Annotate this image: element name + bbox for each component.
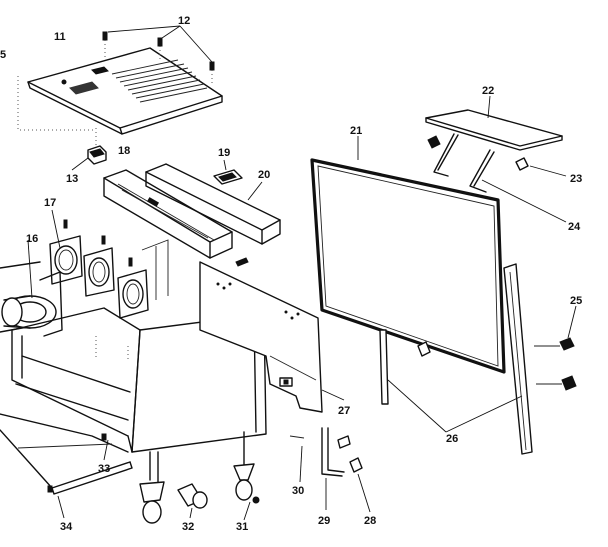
callout-5: 5 [0, 49, 6, 61]
part-27-back-panel [199, 257, 345, 413]
callout-17: 17 [44, 197, 56, 209]
callout-25: 25 [570, 295, 582, 307]
part-16-speaker [0, 239, 63, 337]
callout-13: 13 [66, 173, 78, 185]
callout-28: 28 [364, 515, 376, 527]
callout-29: 29 [318, 515, 330, 527]
callout-labels: 5 11 12 13 16 17 18 19 20 21 22 23 24 25… [0, 15, 582, 533]
callout-22: 22 [482, 85, 494, 97]
callout-31: 31 [236, 521, 248, 533]
part-23-nut [515, 157, 567, 177]
part-17-speaker-rings [49, 209, 169, 319]
callout-16: 16 [26, 233, 38, 245]
part-31-caster [233, 431, 260, 521]
callout-18: 18 [118, 145, 130, 157]
part-18-bracket [103, 169, 233, 259]
callout-12: 12 [178, 15, 190, 27]
part-21-glass-door [310, 136, 506, 374]
callout-34: 34 [60, 521, 73, 533]
callout-23: 23 [570, 173, 582, 185]
callout-26: 26 [446, 433, 458, 445]
callout-11: 11 [54, 31, 66, 43]
part-13-clip [71, 128, 107, 171]
part-11-top-cover [27, 47, 223, 135]
part-25-hinges [417, 305, 577, 391]
callout-33: 33 [98, 463, 110, 475]
callout-30: 30 [292, 485, 304, 497]
part-24-rods [427, 133, 567, 223]
part-26-rails [379, 263, 533, 455]
callout-19: 19 [218, 147, 230, 159]
part-32-caster [139, 451, 208, 524]
callout-27: 27 [338, 405, 350, 417]
part-12-screws [102, 25, 215, 86]
part-29-30-hardware [289, 427, 371, 513]
callout-21: 21 [350, 125, 362, 137]
part-19-plate [213, 159, 243, 185]
callout-32: 32 [182, 521, 194, 533]
callout-20: 20 [258, 169, 270, 181]
part-22-shelf [425, 95, 563, 151]
part-20-control-panel [145, 163, 281, 245]
callout-24: 24 [568, 221, 581, 233]
